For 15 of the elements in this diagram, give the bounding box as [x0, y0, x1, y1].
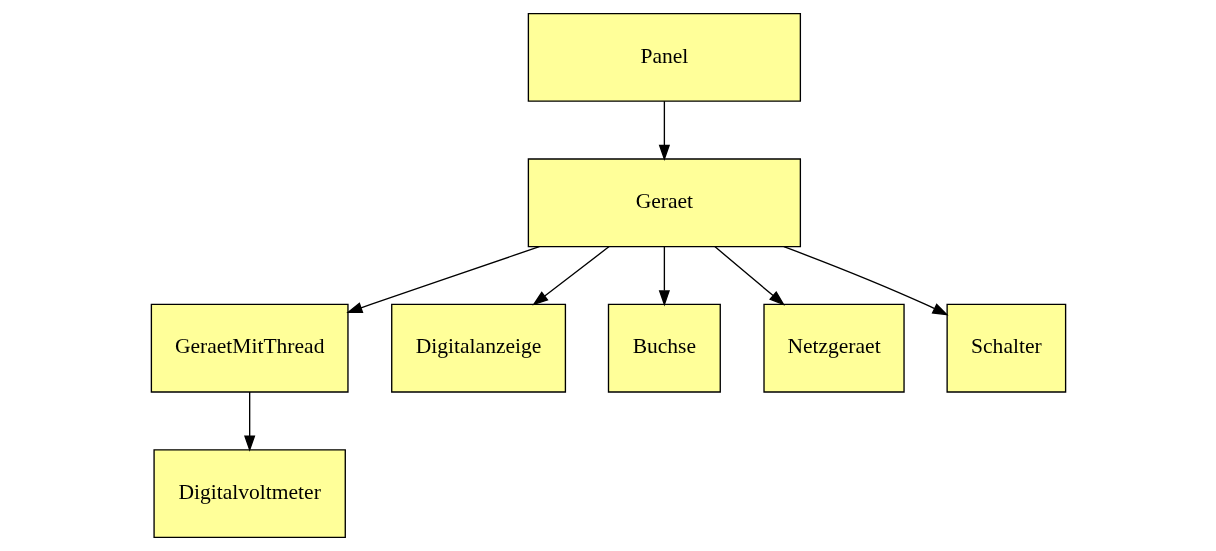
arrow [658, 100, 670, 161]
arrow [713, 245, 785, 306]
node-box: Netzgeraet [762, 303, 905, 393]
node-box: GeraetMitThread [150, 303, 349, 393]
node-box: Panel [527, 12, 801, 102]
node-box: Digitalanzeige [390, 303, 566, 393]
arrow [243, 391, 255, 452]
arrow [345, 245, 540, 313]
node-box: Digitalvoltmeter [152, 449, 346, 539]
node-box: Schalter [945, 303, 1066, 393]
node-box: Geraet [527, 158, 801, 248]
node-box: Buchse [607, 303, 721, 393]
arrow [782, 246, 949, 316]
arrow [531, 245, 610, 306]
arrow [658, 245, 670, 307]
